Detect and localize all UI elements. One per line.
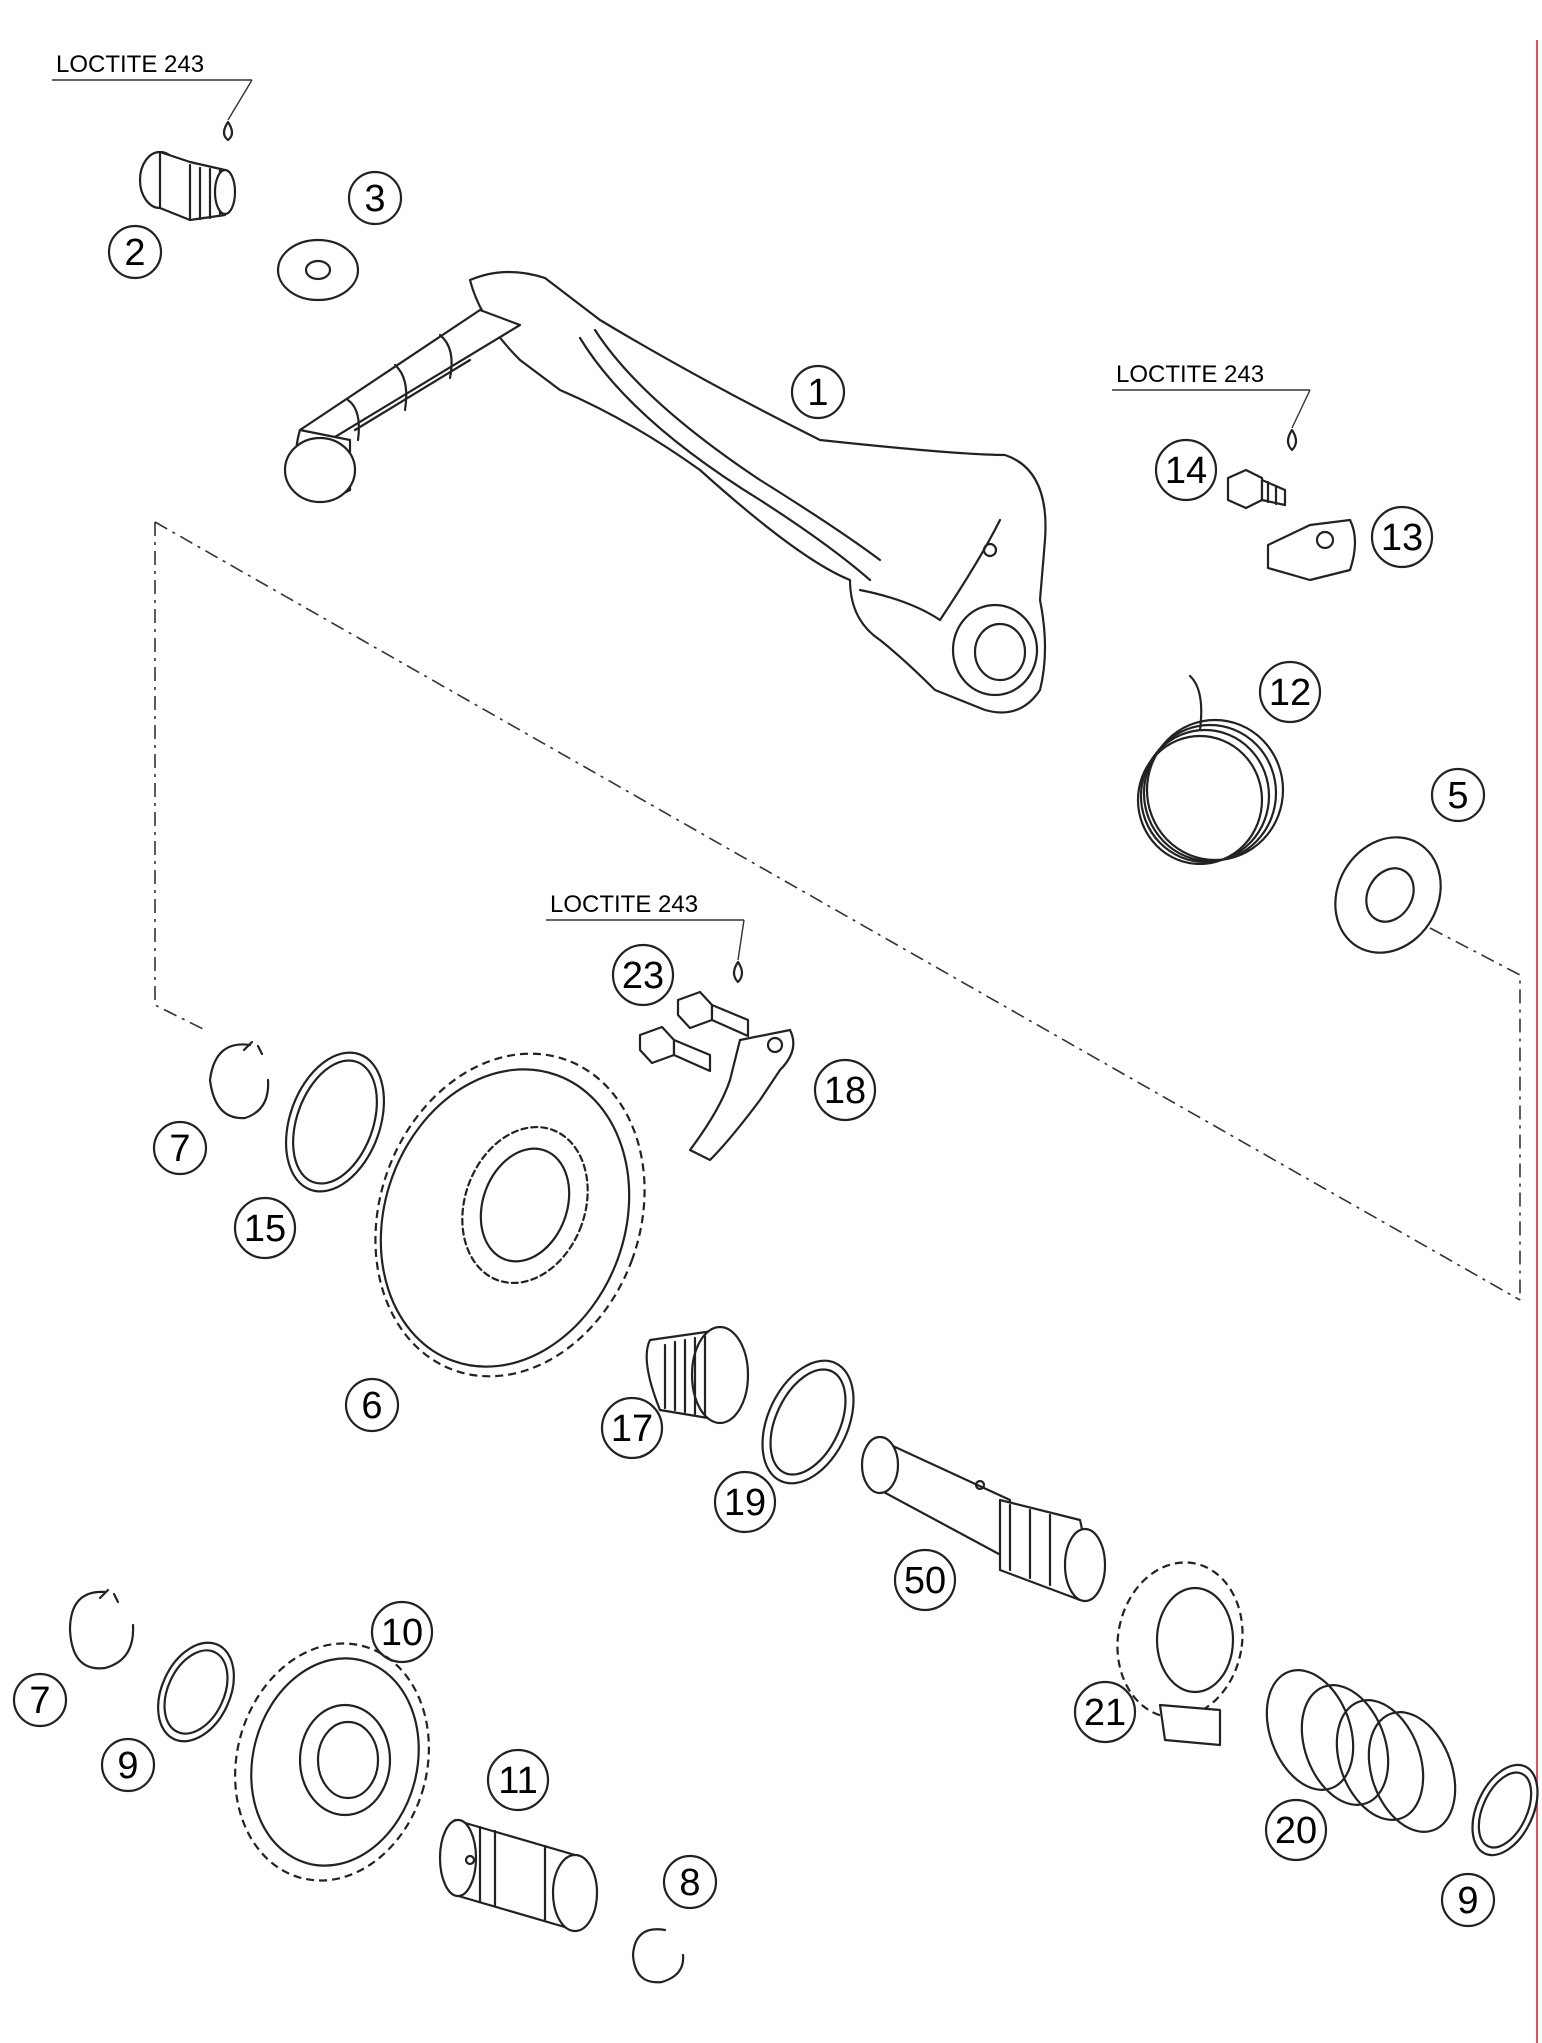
svg-text:14: 14 (1165, 450, 1207, 492)
svg-text:20: 20 (1275, 1810, 1317, 1852)
circlip-lower (68, 1588, 135, 1670)
svg-text:21: 21 (1084, 1692, 1126, 1734)
callout-18: 18 (813, 1058, 877, 1122)
svg-text:18: 18 (824, 1070, 866, 1112)
washer (276, 238, 360, 302)
callout-5: 5 (1430, 767, 1486, 823)
callout-50: 50 (893, 1548, 957, 1612)
loctite-label-center: LOCTITE 243 (546, 891, 745, 984)
washer-15 (284, 1051, 386, 1193)
callout-1: 1 (790, 364, 846, 420)
bolts-pair (638, 990, 750, 1073)
compression-spring (1265, 1669, 1457, 1833)
svg-text:8: 8 (679, 1862, 700, 1904)
kickstarter-lever (283, 270, 1047, 714)
svg-text:11: 11 (498, 1760, 537, 1802)
svg-text:10: 10 (381, 1612, 423, 1654)
intermediate-gear (374, 1052, 646, 1378)
svg-text:1: 1 (807, 372, 828, 414)
callout-8: 8 (662, 1854, 718, 1910)
assembly-axis-lines (154, 521, 1521, 1301)
svg-text:3: 3 (364, 178, 385, 220)
svg-text:50: 50 (904, 1560, 946, 1602)
svg-text:19: 19 (724, 1482, 766, 1524)
callout-3: 3 (347, 170, 403, 226)
loctite-drop-icon (732, 960, 744, 984)
svg-text:2: 2 (124, 232, 145, 274)
loctite-label-top-left: LOCTITE 243 (52, 51, 253, 142)
needle-bearing (645, 1325, 750, 1425)
callout-15: 15 (233, 1196, 297, 1260)
callout-17: 17 (600, 1396, 664, 1460)
svg-text:12: 12 (1269, 672, 1311, 714)
stop-plate (688, 1028, 795, 1162)
callout-7-lower: 7 (12, 1672, 68, 1728)
callout-11: 11 (486, 1748, 550, 1812)
loctite-label-right: LOCTITE 243 (1112, 361, 1311, 452)
washer-19 (761, 1359, 855, 1485)
callout-10: 10 (370, 1600, 434, 1664)
callout-23: 23 (611, 943, 675, 1007)
svg-text:9: 9 (1457, 1880, 1478, 1922)
callout-2: 2 (107, 224, 163, 280)
svg-text:13: 13 (1381, 517, 1423, 559)
svg-text:23: 23 (622, 955, 664, 997)
circlip-8 (631, 1928, 685, 1984)
thrust-washer (1334, 836, 1442, 954)
callout-21: 21 (1073, 1680, 1137, 1744)
svg-text:9: 9 (117, 1745, 138, 1787)
svg-text:LOCTITE 243: LOCTITE 243 (550, 891, 698, 918)
circlip-upper (208, 1040, 270, 1120)
idler-shaft (438, 1818, 599, 1933)
svg-text:7: 7 (169, 1128, 190, 1170)
callout-13: 13 (1370, 505, 1434, 569)
washer-9-right (1471, 1763, 1539, 1857)
callout-12: 12 (1258, 660, 1322, 724)
loctite-drop-icon (222, 120, 234, 142)
kickstarter-shaft (860, 1435, 1107, 1603)
return-spring (1136, 674, 1285, 866)
callout-6: 6 (344, 1377, 400, 1433)
callout-20: 20 (1264, 1798, 1328, 1862)
bracket (1266, 518, 1357, 582)
callout-9-left: 9 (100, 1737, 156, 1793)
svg-text:6: 6 (361, 1385, 382, 1427)
idler-gear (234, 1642, 430, 1882)
bolt (1226, 468, 1287, 510)
ratchet (1116, 1561, 1244, 1747)
svg-text:5: 5 (1447, 775, 1468, 817)
svg-text:7: 7 (29, 1680, 50, 1722)
callout-9-right: 9 (1440, 1872, 1496, 1928)
washer-9-left (157, 1641, 235, 1743)
countersunk-screw (138, 150, 237, 222)
loctite-drop-icon (1286, 428, 1298, 452)
callout-7-upper: 7 (152, 1120, 208, 1176)
callout-19: 19 (713, 1470, 777, 1534)
svg-text:LOCTITE 243: LOCTITE 243 (56, 51, 204, 78)
svg-text:17: 17 (611, 1408, 653, 1450)
svg-text:15: 15 (244, 1208, 286, 1250)
callout-14: 14 (1154, 438, 1218, 502)
svg-text:LOCTITE 243: LOCTITE 243 (1116, 361, 1264, 388)
